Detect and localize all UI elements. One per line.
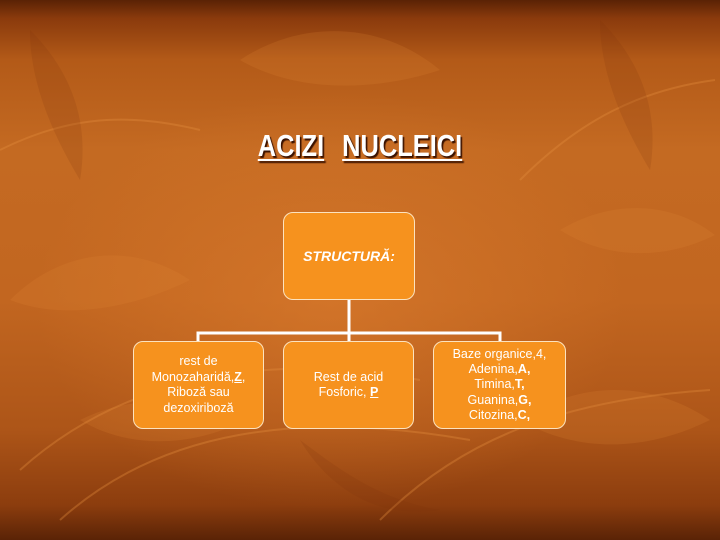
base-citozina-code: C,: [517, 407, 531, 422]
base-timina-code: T,: [514, 377, 525, 392]
base-timina: Timina,: [474, 377, 515, 392]
monozaharida-line-2: Monozaharidă,: [151, 369, 235, 384]
node-root-structura: STRUCTURĂ:: [283, 212, 415, 300]
node-baze-organice-text: Baze organice,4, Adenina,A, Timina,T, Gu…: [453, 347, 547, 423]
connector-horizontal-branch: [196, 331, 502, 341]
monozaharida-line-1: rest de: [179, 354, 218, 368]
acid-fosforic-code: P: [370, 385, 379, 399]
monozaharida-line-4: dezoxiriboză: [163, 400, 234, 415]
node-acid-fosforic-text: Rest de acid Fosforic, P: [314, 370, 383, 401]
acid-fosforic-line-2: Fosforic,: [318, 385, 371, 399]
node-baze-organice: Baze organice,4, Adenina,A, Timina,T, Gu…: [433, 341, 566, 429]
slide-title: ACIZI NUCLEICI: [65, 128, 655, 164]
base-citozina: Citozina,: [468, 407, 518, 422]
base-adenina-code: A,: [517, 362, 531, 377]
node-acid-fosforic: Rest de acid Fosforic, P: [283, 341, 414, 429]
title-part-1: ACIZI: [257, 128, 325, 163]
base-guanina: Guanina,: [467, 392, 519, 407]
node-monozaharida: rest de Monozaharidă,Z, Riboză sau dezox…: [133, 341, 264, 429]
node-root-label: STRUCTURĂ:: [303, 248, 395, 264]
monozaharida-code: Z: [234, 369, 242, 384]
acid-fosforic-line-1: Rest de acid: [313, 369, 384, 384]
base-guanina-code: G,: [518, 392, 532, 407]
base-adenina: Adenina,: [468, 362, 518, 377]
monozaharida-line-2-end: ,: [241, 369, 246, 384]
title-part-2: NUCLEICI: [342, 128, 463, 163]
monozaharida-line-3: Riboză sau: [167, 385, 230, 399]
node-monozaharida-text: rest de Monozaharidă,Z, Riboză sau dezox…: [152, 354, 246, 416]
baze-organice-line-1: Baze organice,4,: [452, 346, 547, 361]
